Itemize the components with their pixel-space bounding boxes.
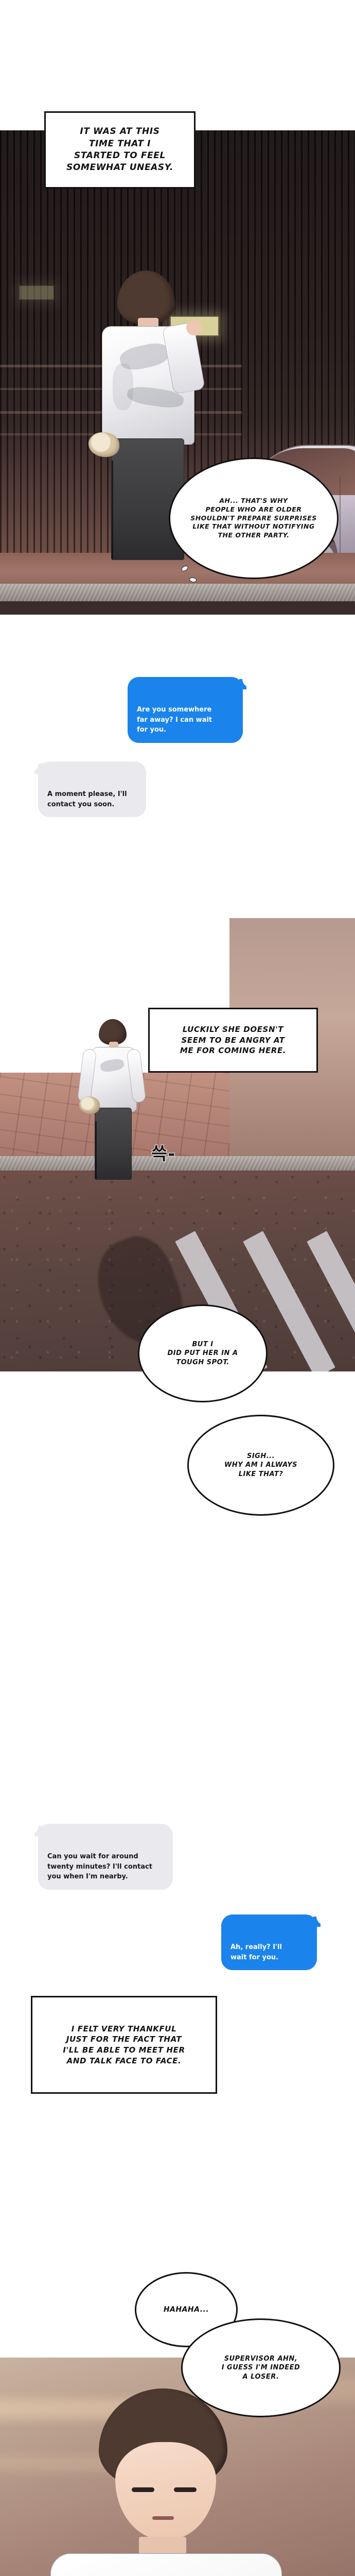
curb-stone [0, 1156, 355, 1172]
lit-window-2 [19, 285, 55, 300]
chat-message-text: Are you somewhere far away? I can wait f… [137, 706, 212, 734]
speech-bubble-text: SUPERVISOR AHN, I GUESS I'M INDEED A LOS… [221, 2354, 300, 2381]
hair [117, 270, 175, 324]
speech-bubble-text: AH... THAT'S WHY PEOPLE WHO ARE OLDER SH… [190, 497, 317, 539]
white-shirt [50, 2553, 282, 2576]
man-closeup [24, 2388, 332, 2576]
panel-night-street [0, 130, 355, 615]
caption-text: IT WAS AT THIS TIME THAT I STARTED TO FE… [66, 126, 173, 173]
caption-text: I FELT VERY THANKFUL JUST FOR THE FACT T… [63, 2024, 185, 2065]
mouth [152, 2516, 174, 2520]
bubble-tail [32, 1826, 42, 1836]
sfx-text: 쓱- [151, 1143, 176, 1165]
man-standing-far [77, 1019, 147, 1189]
curb-stone [0, 584, 355, 601]
speech-bubble-tough-spot: BUT I DID PUT HER IN A TOUGH SPOT. [138, 1304, 268, 1402]
chat-message-text: A moment please, I'll contact you soon. [47, 790, 127, 808]
caption-text: LUCKILY SHE DOESN'T SEEM TO BE ANGRY AT … [180, 1024, 287, 1056]
bubble-tail [32, 764, 42, 774]
bubble-tail [239, 679, 248, 689]
speech-bubble-text: HAHAHA... [163, 2305, 209, 2314]
bouquet [88, 432, 119, 457]
bubble-tail [313, 1917, 323, 1927]
speech-bubble-supervisor-ahn: SUPERVISOR AHN, I GUESS I'M INDEED A LOS… [181, 2318, 341, 2417]
hand-holding-phone [186, 320, 202, 335]
speech-bubble-ah-thats-why: AH... THAT'S WHY PEOPLE WHO ARE OLDER SH… [169, 457, 339, 579]
chat-message-text: Can you wait for around twenty minutes? … [47, 1853, 152, 1880]
speech-bubble-text: BUT I DID PUT HER IN A TOUGH SPOT. [167, 1340, 238, 1366]
speech-bubble-text: SIGH... WHY AM I ALWAYS LIKE THAT? [224, 1452, 297, 1478]
chat-message-outgoing-1: Are you somewhere far away? I can wait f… [128, 677, 248, 743]
chat-message-outgoing-2: Ah, really? I'll wait for you. [221, 1914, 323, 1970]
man-back-view [88, 270, 209, 560]
chat-message-incoming-1: A moment please, I'll contact you soon. [32, 761, 146, 817]
face [115, 2442, 216, 2540]
chat-message-text: Ah, really? I'll wait for you. [230, 1943, 282, 1961]
eye-right [174, 2487, 197, 2492]
chat-message-incoming-2: Can you wait for around twenty minutes? … [32, 1824, 173, 1890]
eye-left [132, 2487, 154, 2492]
trousers [111, 438, 184, 560]
panel-street-wide: 쓱- [0, 918, 355, 1371]
caption-box-3: I FELT VERY THANKFUL JUST FOR THE FACT T… [31, 1996, 217, 2094]
caption-box-2: LUCKILY SHE DOESN'T SEEM TO BE ANGRY AT … [148, 1008, 318, 1073]
speech-bubble-sigh: SIGH... WHY AM I ALWAYS LIKE THAT? [187, 1415, 334, 1516]
caption-box-1: IT WAS AT THIS TIME THAT I STARTED TO FE… [44, 111, 196, 189]
